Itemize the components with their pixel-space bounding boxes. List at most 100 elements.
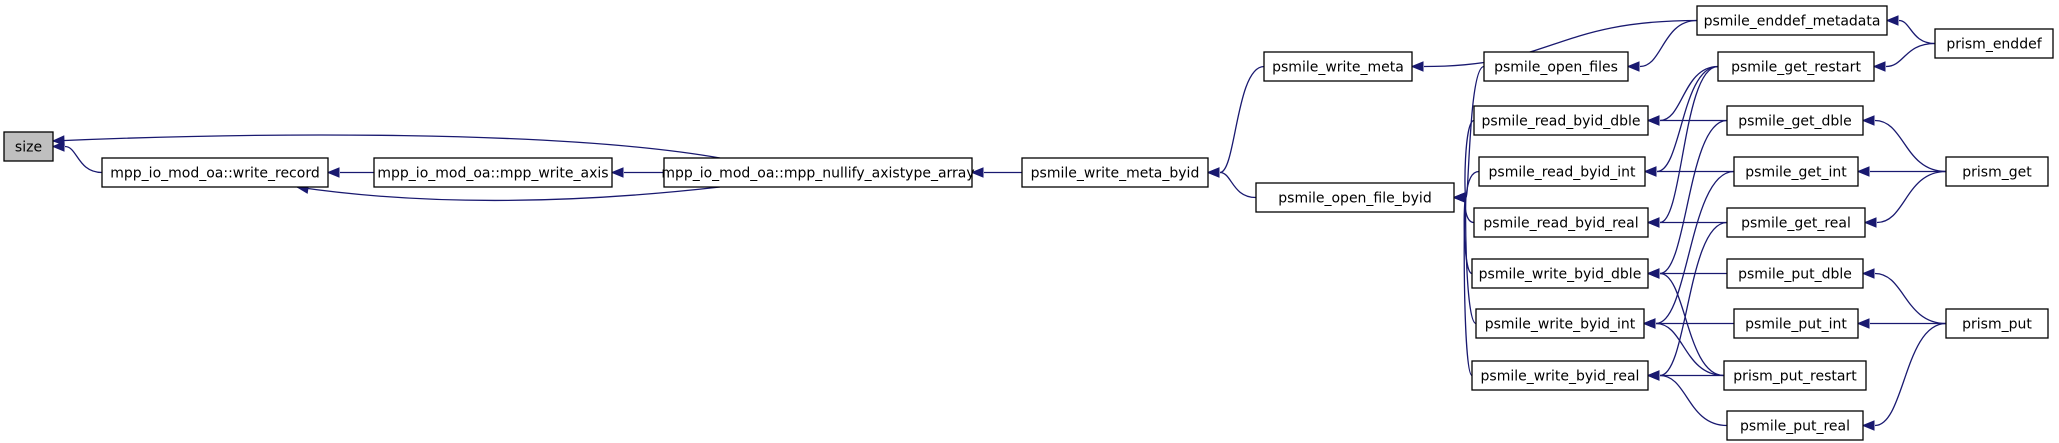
node-read-byid-real[interactable]: psmile_read_byid_real — [1473, 207, 1649, 238]
node-write-meta-byid[interactable]: psmile_write_meta_byid — [1021, 157, 1209, 188]
node-box — [1723, 360, 1867, 391]
edge-line — [1464, 196, 1477, 325]
node-label: psmile_write_meta_byid — [1031, 166, 1200, 182]
arrowhead — [1646, 370, 1660, 381]
node-box — [1473, 207, 1649, 238]
edge-line — [1659, 65, 1719, 224]
node-write-meta[interactable]: psmile_write_meta — [1263, 51, 1413, 82]
edge-line — [1639, 19, 1698, 68]
node-get-restart[interactable]: psmile_get_restart — [1717, 51, 1875, 82]
node-prism-put-restart[interactable]: prism_put_restart — [1723, 360, 1867, 391]
edge-line — [1885, 42, 1936, 68]
node-box — [1945, 308, 2049, 339]
node-label: prism_enddef — [1946, 37, 2042, 53]
node-label: psmile_write_byid_int — [1485, 317, 1636, 333]
node-write-byid-int[interactable]: psmile_write_byid_int — [1475, 308, 1645, 339]
node-open-files[interactable]: psmile_open_files — [1483, 51, 1629, 82]
node-label: psmile_put_dble — [1738, 267, 1852, 283]
node-write-record[interactable]: mpp_io_mod_oa::write_record — [101, 157, 329, 188]
arrowhead — [1642, 318, 1656, 329]
arrowhead — [1626, 61, 1640, 72]
node-box — [1483, 51, 1629, 82]
node-label: psmile_get_restart — [1731, 60, 1861, 76]
edge-enddef-metadata-to-open-files — [1626, 19, 1698, 72]
edge-line — [1656, 65, 1719, 173]
node-box — [1733, 308, 1859, 339]
node-label: psmile_write_byid_dble — [1479, 267, 1642, 283]
node-enddef-metadata[interactable]: psmile_enddef_metadata — [1696, 5, 1888, 36]
arrowhead — [1856, 166, 1870, 177]
edge-mpp-nullify-to-size — [51, 134, 721, 159]
edge-line — [1659, 374, 1728, 427]
node-label: psmile_get_int — [1745, 165, 1847, 181]
edge-line — [1463, 196, 1473, 377]
node-box — [101, 157, 329, 188]
node-box — [1945, 156, 2049, 187]
edge-line — [296, 186, 721, 202]
node-label: mpp_io_mod_oa::write_record — [110, 166, 319, 182]
node-get-int[interactable]: psmile_get_int — [1733, 156, 1859, 187]
node-label: psmile_read_byid_dble — [1482, 114, 1641, 130]
arrowhead — [1872, 61, 1886, 72]
edge-line — [1874, 322, 1947, 427]
arrowhead — [1885, 15, 1899, 26]
arrowhead — [1206, 167, 1220, 178]
node-put-int[interactable]: psmile_put_int — [1733, 308, 1859, 339]
edge-line — [1874, 272, 1947, 325]
edge-write-byid-dble-to-open-file-byid — [1452, 192, 1473, 275]
node-read-byid-int[interactable]: psmile_read_byid_int — [1478, 156, 1646, 187]
node-label: size — [15, 140, 42, 156]
arrowhead — [1646, 217, 1660, 228]
node-put-dble[interactable]: psmile_put_dble — [1726, 258, 1864, 289]
node-mpp-nullify[interactable]: mpp_io_mod_oa::mpp_nullify_axistype_arra… — [661, 157, 975, 188]
edge-prism-enddef-to-enddef-metadata — [1885, 15, 1936, 45]
node-label: prism_put — [1962, 317, 2032, 333]
edge-line — [1219, 65, 1265, 174]
node-read-byid-dble[interactable]: psmile_read_byid_dble — [1473, 105, 1649, 136]
edge-prism-get-to-get-int — [1856, 166, 1946, 177]
edge-write-meta-byid-to-mpp-nullify — [970, 167, 1023, 178]
node-label: psmile_open_files — [1494, 60, 1618, 76]
edge-get-real-to-write-byid-real — [1646, 221, 1728, 381]
node-mpp-write-axis[interactable]: mpp_io_mod_oa::mpp_write_axis — [373, 157, 613, 188]
edge-line — [52, 134, 721, 159]
node-label: psmile_enddef_metadata — [1704, 14, 1881, 30]
node-box — [1726, 105, 1864, 136]
node-box — [3, 131, 54, 162]
node-size[interactable]: size — [3, 131, 54, 162]
node-prism-get[interactable]: prism_get — [1945, 156, 2049, 187]
edge-line — [1659, 272, 1725, 377]
node-write-byid-dble[interactable]: psmile_write_byid_dble — [1471, 258, 1649, 289]
arrowhead — [1646, 115, 1660, 126]
edge-line — [64, 145, 103, 174]
node-label: psmile_open_file_byid — [1278, 191, 1431, 207]
call-edges — [51, 15, 1947, 431]
node-label: mpp_io_mod_oa::mpp_nullify_axistype_arra… — [661, 166, 974, 182]
edge-get-dble-to-read-byid-dble — [1646, 115, 1727, 126]
edge-put-dble-to-write-byid-dble — [1646, 268, 1727, 279]
node-box — [1733, 156, 1859, 187]
node-get-real[interactable]: psmile_get_real — [1726, 207, 1866, 238]
node-prism-enddef[interactable]: prism_enddef — [1934, 28, 2054, 59]
node-label: psmile_write_byid_real — [1481, 369, 1640, 385]
node-write-byid-real[interactable]: psmile_write_byid_real — [1471, 360, 1649, 391]
edge-prism-enddef-to-get-restart — [1872, 42, 1936, 72]
edge-get-int-to-read-byid-int — [1643, 166, 1734, 177]
edge-line — [1659, 65, 1719, 122]
edge-get-real-to-read-byid-real — [1646, 217, 1727, 228]
node-put-real[interactable]: psmile_put_real — [1726, 410, 1864, 441]
node-box — [1478, 156, 1646, 187]
edge-prism-put-to-put-real — [1861, 322, 1947, 431]
arrowhead — [1861, 268, 1875, 279]
node-label: psmile_write_meta — [1272, 60, 1404, 76]
edge-line — [1659, 221, 1728, 377]
edge-enddef-metadata-to-write-meta — [1410, 19, 1698, 72]
edge-line — [1874, 119, 1947, 173]
edge-line — [1876, 170, 1947, 224]
node-box — [1726, 207, 1866, 238]
node-open-file-byid[interactable]: psmile_open_file_byid — [1255, 182, 1455, 213]
node-prism-put[interactable]: prism_put — [1945, 308, 2049, 339]
node-get-dble[interactable]: psmile_get_dble — [1726, 105, 1864, 136]
node-box — [1717, 51, 1875, 82]
